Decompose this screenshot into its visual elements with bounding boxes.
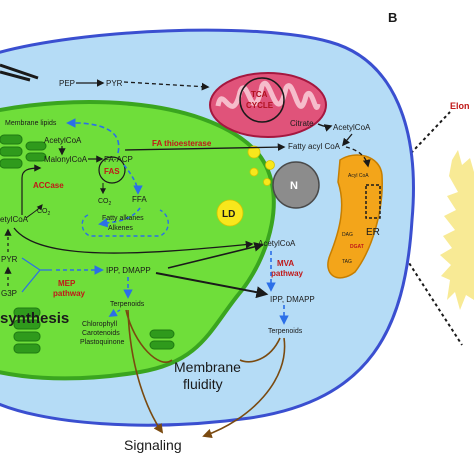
ffa-label: FFA	[132, 195, 147, 204]
co2-left-label: CO2	[37, 208, 51, 217]
tca-label: TCA	[251, 90, 268, 99]
er-acyl-coa: Acyl CoA	[348, 173, 369, 179]
terpenoid-cyto-membrane-arrow	[239, 337, 281, 363]
ipp-export-arrow	[155, 272, 269, 299]
er-label: ER	[366, 227, 380, 238]
fa-acp-label: FA-ACP	[104, 155, 133, 164]
signaling-arrow-left	[127, 309, 164, 434]
citrate-acetylcoa-arrow	[317, 123, 333, 132]
cell-blob-yellow	[440, 150, 474, 310]
alkenes-label: Alkenes	[108, 225, 133, 232]
acetylcoa-chloro-label: AcetylCoA	[44, 136, 82, 145]
fa-thioesterase-arrow	[124, 143, 286, 152]
er-tag: TAG	[342, 259, 352, 265]
ipp-dmapp-label: IPP, DMAPP	[106, 266, 151, 275]
co2-mid-label: CO2	[98, 198, 112, 207]
er-dag: DAG	[342, 232, 353, 238]
ipp-cyto-arrow	[167, 242, 264, 269]
acetylcoa-cyto-label: AcetylCoA	[258, 239, 296, 248]
acetylcoa-mito-down-arrow	[342, 133, 353, 147]
signaling-label: Signaling	[124, 437, 182, 453]
fatty-acyl-er-arrow	[345, 146, 371, 168]
flagellum	[0, 63, 39, 82]
fluidity-label: fluidity	[183, 376, 223, 392]
fa-thioesterase-label: FA thioesterase	[152, 139, 212, 148]
synthesis-label: synthesis	[0, 310, 69, 327]
membrane-lipids-dashed-arrow	[66, 118, 120, 154]
carotenoids-label: Carotenoids	[82, 330, 120, 337]
fatty-acyl-coa-label: Fatty acyl CoA	[288, 142, 341, 151]
ffa-alkanes-arrow	[98, 207, 141, 228]
chloroplast	[0, 100, 276, 381]
pyr-cyto-label: PYR	[106, 79, 123, 88]
mep-pathway-label: pathway	[53, 289, 86, 298]
fas-label: FAS	[104, 167, 120, 176]
g3p-label: G3P	[1, 289, 17, 298]
pep-label: PEP	[59, 79, 75, 88]
pyr-g3p-merge	[21, 257, 52, 293]
elongation-label: Elon	[450, 101, 470, 111]
ipp-dmapp-cyto-label: IPP, DMAPP	[270, 295, 315, 304]
lipid-droplets	[216, 145, 275, 227]
acetylcoa-loop-arrow	[21, 164, 42, 215]
mitochondrion-cristae	[215, 81, 321, 110]
faacp-ffa-arrow	[123, 164, 143, 195]
acetylcoa-lower-label: etylCoA	[0, 215, 29, 224]
nucleus	[272, 161, 320, 209]
er-dgat: DGAT	[350, 244, 364, 250]
malonylcoa-label: MalonylCoA	[44, 155, 88, 164]
plastoquinone-label: Plastoquinone	[80, 339, 124, 346]
citrate-label: Citrate	[290, 119, 314, 128]
mva-pathway-label: pathway	[271, 269, 304, 278]
membrane-lipids-label: Membrane lipids	[5, 120, 57, 127]
terpenoids-cyto-label: Terpenoids	[268, 328, 303, 335]
mep-label: MEP	[58, 279, 76, 288]
ld-label: LD	[222, 209, 235, 220]
panel-b-label: B	[388, 10, 397, 25]
acetylcoa-to-cyto-arrow	[13, 227, 254, 254]
thylakoid-stacks	[0, 134, 175, 354]
pyr-chloro-label: PYR	[1, 255, 18, 264]
er-box	[365, 184, 381, 219]
pyr-mito-arrow	[123, 81, 210, 91]
fas-cycle	[98, 156, 126, 184]
signaling-arrow-right	[202, 337, 286, 439]
accase-label: ACCase	[33, 181, 64, 190]
tca-cycle-ring	[239, 77, 285, 123]
mva-label: MVA	[277, 259, 294, 268]
nucleus-label: N	[290, 180, 298, 192]
membrane-label: Membrane	[174, 359, 241, 375]
terpenoids-chloro-label: Terpenoids	[110, 301, 145, 308]
alkanes-loop	[81, 209, 169, 237]
terpenoid-pigments-arrow	[108, 308, 121, 317]
cycle-label: CYCLE	[246, 101, 274, 110]
chlorophyll-label: Chlorophyll	[82, 321, 117, 328]
acetylcoa-mito-label: AcetylCoA	[333, 123, 371, 132]
accase-co2-arrow	[25, 204, 43, 219]
fatty-alkanes-label: Fatty alkanes	[102, 215, 144, 222]
